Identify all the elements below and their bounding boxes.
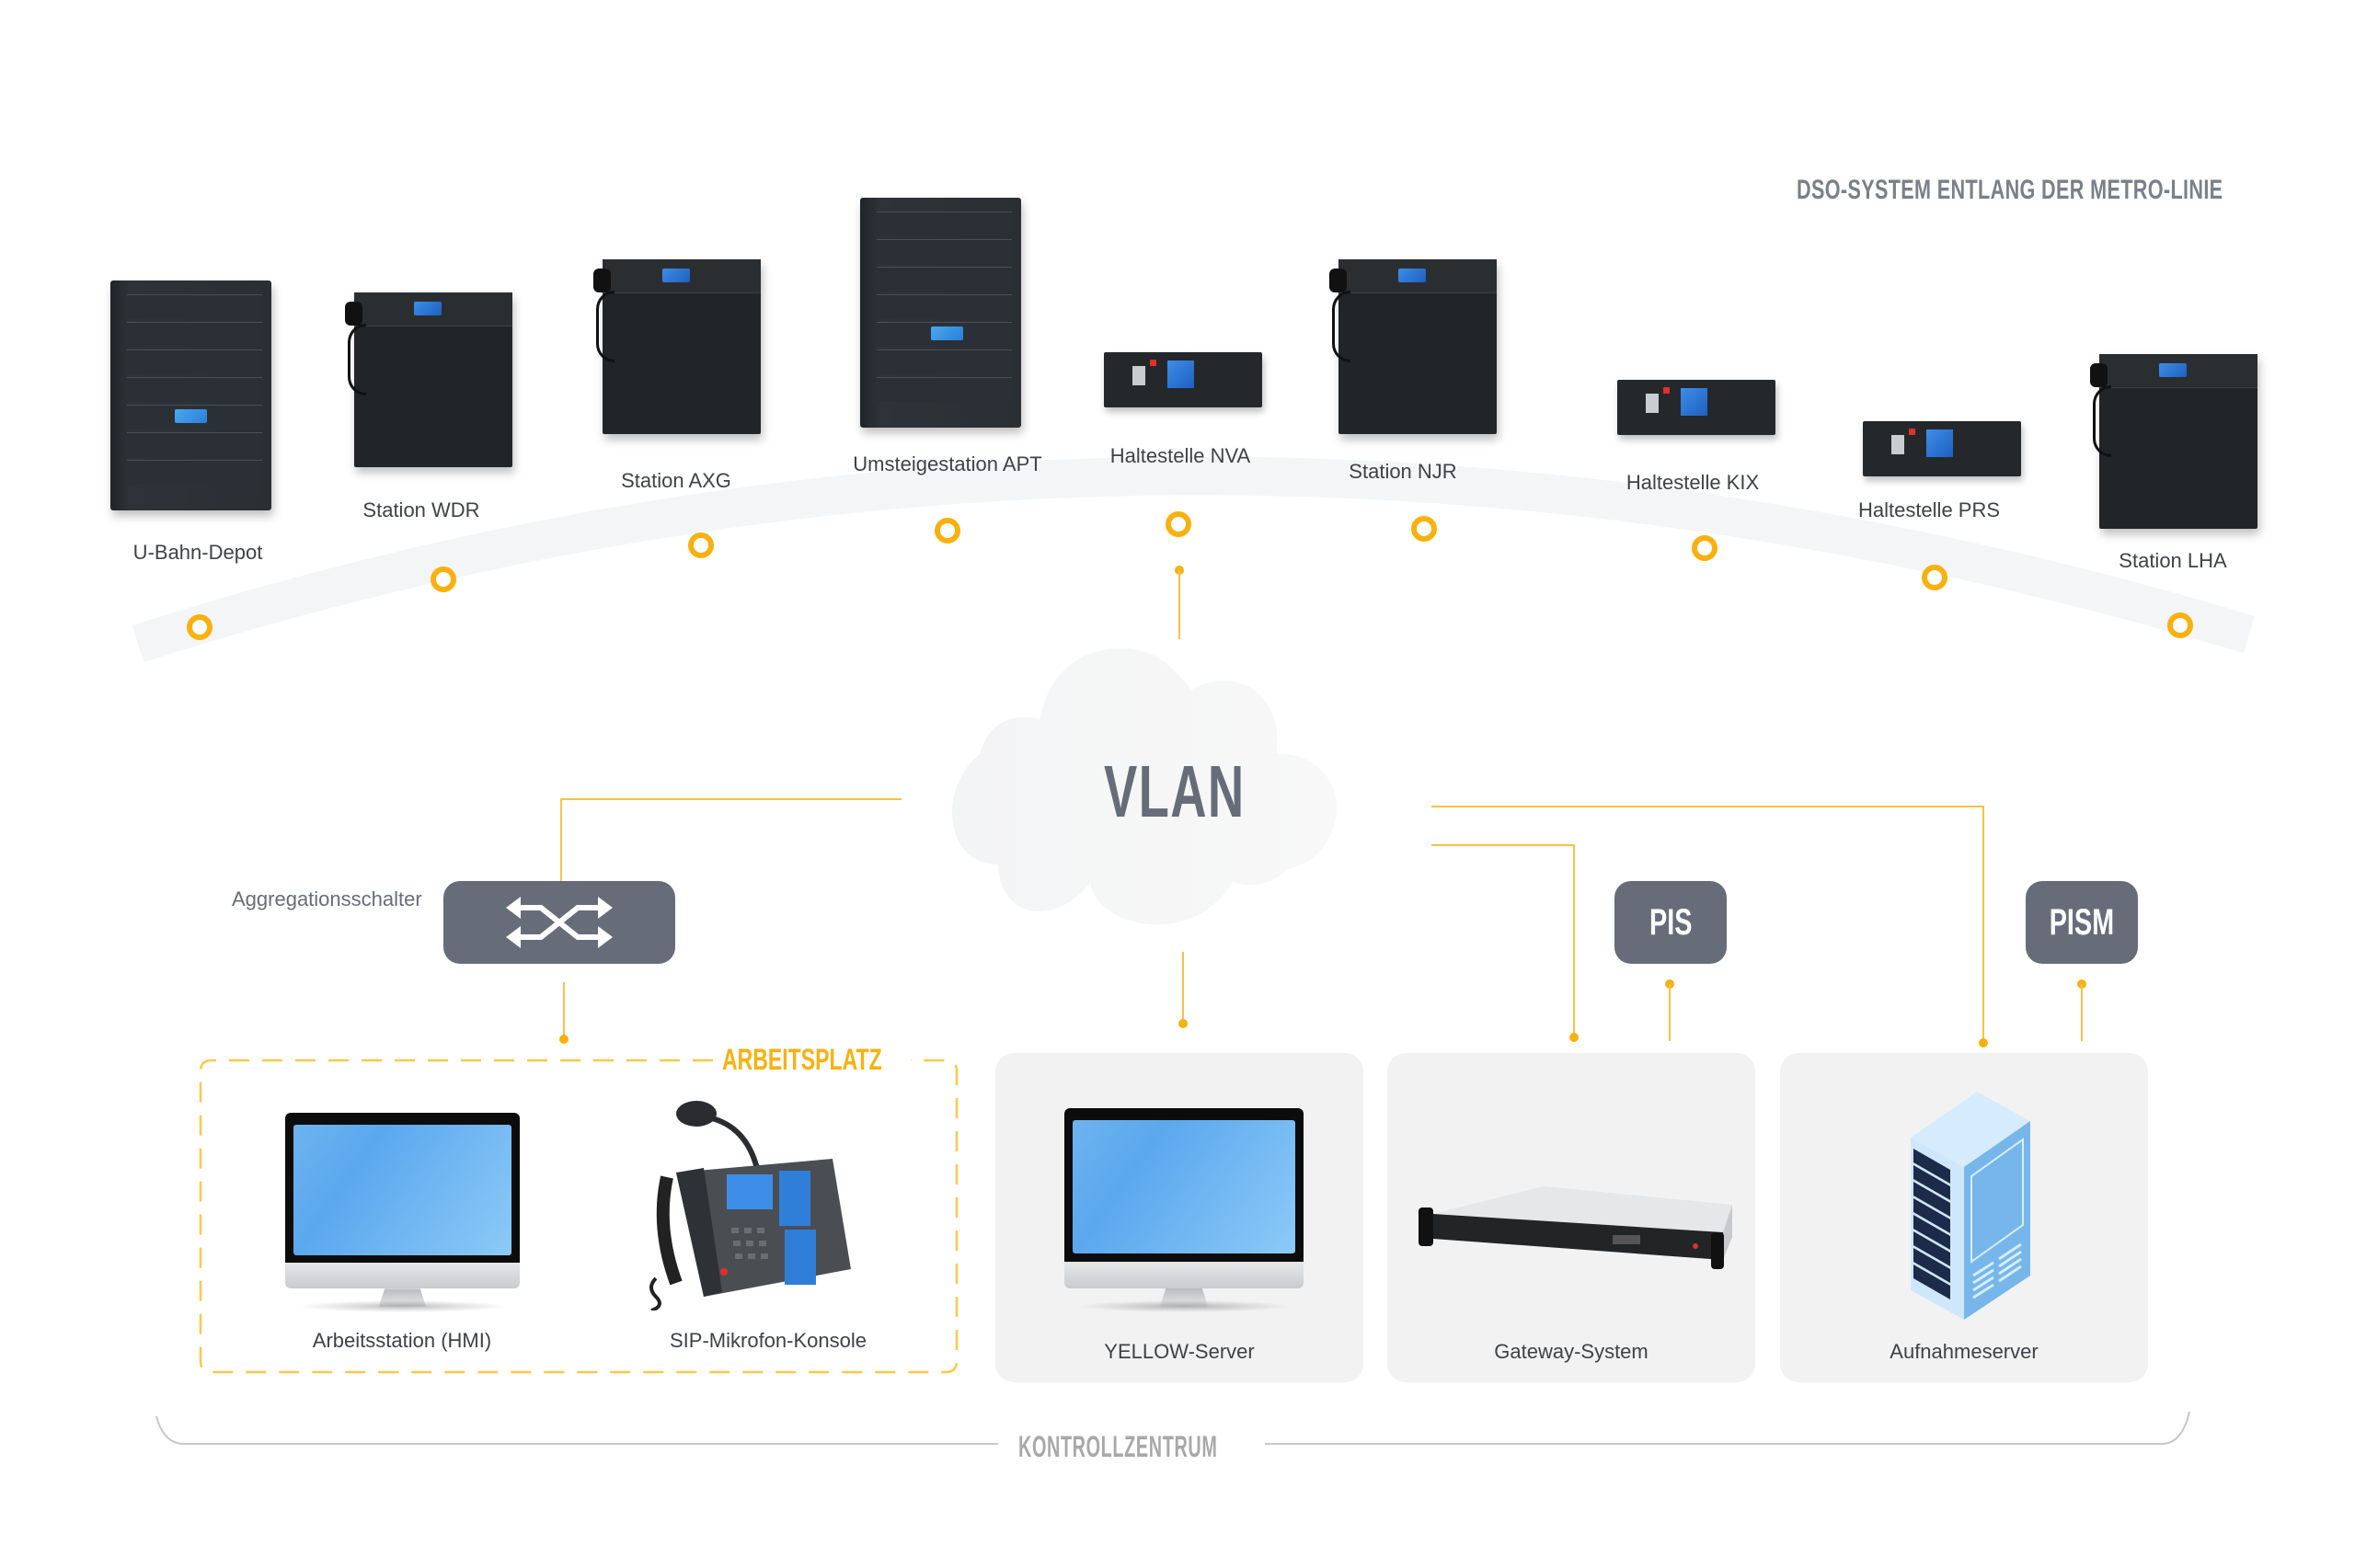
station-label: Station NJR <box>1349 460 1457 483</box>
workplace-title: ARBEITSPLATZ <box>722 1043 882 1076</box>
server-tower-icon <box>1911 1092 2030 1320</box>
switch-label: Aggregationsschalter <box>232 887 422 910</box>
monitor-icon <box>1064 1108 1304 1313</box>
connector-line <box>560 798 562 881</box>
connector-line <box>1431 806 1983 807</box>
station-device-rack-unit <box>1863 421 2021 476</box>
rack-server-1u-icon <box>1419 1186 1732 1269</box>
connector-dot <box>1979 1038 1988 1047</box>
station-device-cabinet <box>592 259 761 434</box>
connector-line <box>563 982 565 1037</box>
station-device-cabinet <box>344 292 512 467</box>
station-label: Station AXG <box>621 469 731 492</box>
track-band <box>132 456 2256 663</box>
connector-line <box>1431 844 1574 846</box>
diagram-heading: DSO-SYSTEM ENTLANG DER METRO-LINIE <box>1797 175 2223 205</box>
station-device-cabinet <box>2089 354 2257 529</box>
station-label: Haltestelle KIX <box>1626 471 1760 494</box>
shuffle-arrows-icon <box>506 897 613 948</box>
station-label: Umsteigestation APT <box>853 452 1042 475</box>
server-label: YELLOW-Server <box>1104 1340 1255 1363</box>
aggregation-switch[interactable] <box>443 881 675 964</box>
vlan-label: VLAN <box>1104 750 1246 832</box>
station-device-rack-cabinet <box>860 198 1021 428</box>
connector-line <box>1573 844 1575 1037</box>
station-label: Haltestelle NVA <box>1109 444 1251 467</box>
station-node[interactable] <box>1922 565 1947 590</box>
station-device-cabinet <box>1328 259 1497 434</box>
connector-dot <box>1178 1019 1188 1028</box>
station-node[interactable] <box>1166 511 1191 537</box>
pism-box[interactable]: PISM <box>2026 881 2138 964</box>
station-node[interactable] <box>431 567 456 592</box>
connector-line <box>1182 952 1184 1025</box>
station-node[interactable] <box>187 614 213 640</box>
station-node[interactable] <box>1692 535 1717 561</box>
station-node[interactable] <box>1411 516 1437 542</box>
station-node[interactable] <box>2167 612 2193 638</box>
station-label: Station WDR <box>362 498 480 521</box>
station-label: Station LHA <box>2119 549 2227 572</box>
connector-dot <box>1569 1033 1579 1042</box>
vlan-cloud-icon <box>952 648 1338 925</box>
station-label: U-Bahn-Depot <box>132 541 263 564</box>
connector-line <box>1982 806 1984 1043</box>
workplace-item-label: SIP-Mikrofon-Konsole <box>670 1329 867 1352</box>
monitor-icon <box>285 1113 520 1313</box>
station-device-rack-unit <box>1617 380 1775 435</box>
desk-phone-microphone-icon <box>649 1101 851 1310</box>
server-card[interactable]: YELLOW-Server <box>995 1053 1363 1382</box>
pis-label: PIS <box>1648 901 1693 943</box>
control-center-label: KONTROLLZENTRUM <box>1018 1430 1218 1463</box>
station-device-rack-cabinet <box>110 280 271 510</box>
connector-line <box>2081 984 2083 1041</box>
server-card[interactable]: Aufnahmeserver <box>1780 1053 2148 1382</box>
station-node[interactable] <box>688 532 714 558</box>
server-label: Aufnahmeserver <box>1890 1340 2039 1363</box>
pism-label: PISM <box>2049 901 2115 943</box>
connector-line <box>1178 570 1180 639</box>
control-center-bracket <box>155 1411 2190 1445</box>
workplace-item-label: Arbeitsstation (HMI) <box>312 1329 492 1352</box>
station-label: Haltestelle PRS <box>1857 498 2001 521</box>
connector-line <box>561 798 902 800</box>
workplace-group <box>199 1059 959 1374</box>
server-card[interactable]: Gateway-System <box>1387 1053 1755 1382</box>
server-label: Gateway-System <box>1494 1340 1648 1363</box>
station-device-rack-unit <box>1104 352 1262 407</box>
station-node[interactable] <box>935 518 960 544</box>
connector-line <box>1669 984 1671 1041</box>
connector-dot <box>559 1035 569 1044</box>
pis-box[interactable]: PIS <box>1614 881 1727 964</box>
